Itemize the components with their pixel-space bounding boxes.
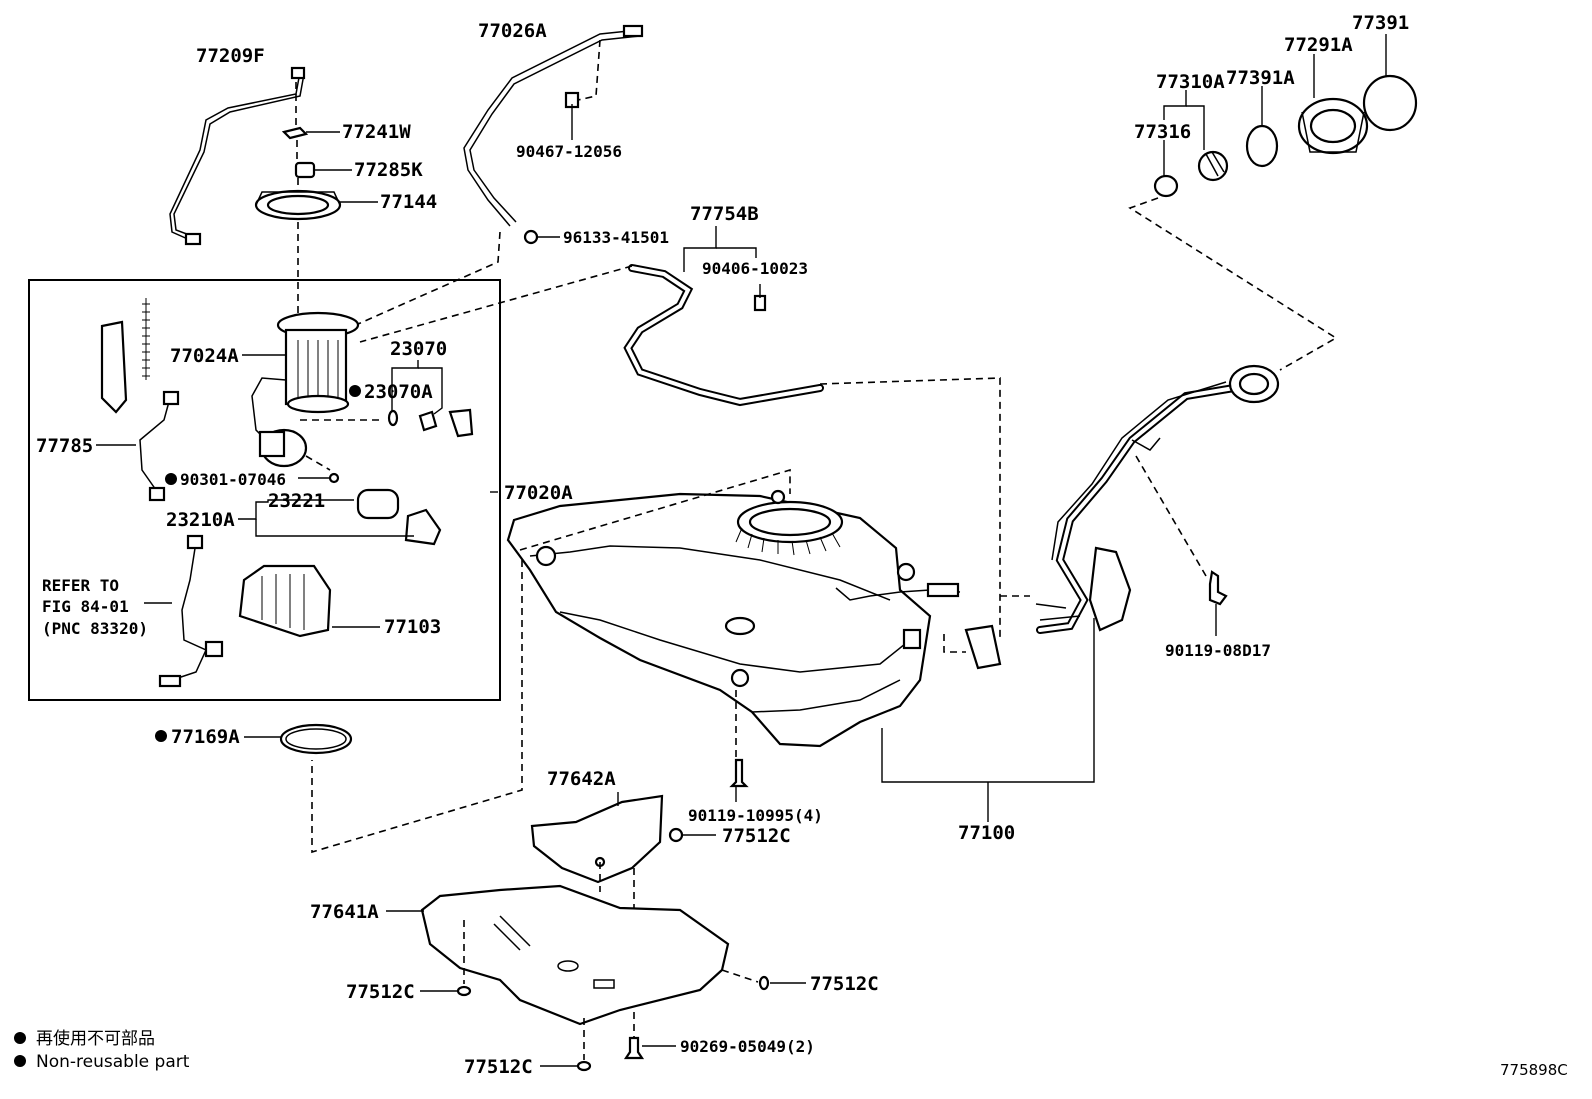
- callout-77100: 77100: [958, 822, 1015, 844]
- harness-lower-drawing: [165, 541, 207, 683]
- callout-77209F: 77209F: [196, 45, 265, 67]
- callout-77144: 77144: [380, 191, 437, 213]
- callout-77391: 77391: [1352, 12, 1409, 34]
- retainer-ring-77144-drawing: [254, 189, 342, 221]
- fuel-sender-77103-drawing: [238, 564, 332, 638]
- clip-77512C-a-drawing: [668, 827, 684, 843]
- callout-77310A: 77310A: [1156, 71, 1225, 93]
- fuel-tank-drawing: [506, 489, 1002, 748]
- callout-77241W: 77241W: [342, 121, 411, 143]
- callout-77169A: 77169A: [171, 726, 240, 748]
- holder-drawing: [448, 408, 474, 438]
- callout-23070: 23070: [390, 338, 447, 360]
- callout-77754B: 77754B: [690, 203, 759, 225]
- callout-90301-07046: 90301-07046: [180, 470, 286, 489]
- bolt-90119-10995-drawing: [729, 758, 749, 788]
- filler-pipe-drawing: [1035, 364, 1280, 634]
- non-reusable-dot-90301: [165, 473, 177, 485]
- callout-77642A: 77642A: [547, 768, 616, 790]
- callout-77391A: 77391A: [1226, 67, 1295, 89]
- o-ring-90301-drawing: [328, 472, 340, 484]
- gasket-77169A-drawing: [279, 723, 353, 755]
- callout-90467-12056: 90467-12056: [516, 142, 622, 161]
- callout-90119-08D17: 90119-08D17: [1165, 641, 1271, 660]
- leader-lines: [96, 34, 1387, 1067]
- legend-jp: 再使用不可部品: [36, 1028, 155, 1049]
- fuel-pump-23221-drawing: [356, 488, 442, 546]
- callout-23210A: 23210A: [166, 509, 235, 531]
- callout-77641A: 77641A: [310, 901, 379, 923]
- callout-23070A: 23070A: [364, 381, 433, 403]
- harness-77209F-drawing: [169, 66, 306, 246]
- legend-en: Non-reusable part: [36, 1052, 190, 1072]
- spring-drawing: [142, 298, 150, 380]
- pump-module-77024A-drawing: [251, 311, 360, 468]
- part-77285K-drawing: [294, 161, 316, 179]
- figure-id: 775898C: [1500, 1061, 1568, 1079]
- callout-77512C-a: 77512C: [722, 825, 791, 847]
- callout-77024A: 77024A: [170, 345, 239, 367]
- callout-77026A: 77026A: [478, 20, 547, 42]
- refer-note-line3: (PNC 83320): [42, 619, 148, 638]
- bolt-90269-drawing: [623, 1036, 645, 1060]
- callout-23221: 23221: [268, 490, 325, 512]
- bolt-90119-08D17-drawing: [1208, 570, 1228, 606]
- callout-90269-05049: 90269-05049(2): [680, 1037, 815, 1056]
- hose-77754B-drawing: [623, 264, 824, 407]
- callout-77103: 77103: [384, 616, 441, 638]
- callout-90406-10023: 90406-10023: [702, 259, 808, 278]
- non-reusable-dot-77169A: [155, 730, 167, 742]
- legend-dot-en: [14, 1055, 26, 1067]
- regulator-23070-drawing: [418, 410, 438, 432]
- callout-77512C-c: 77512C: [810, 973, 879, 995]
- callout-96133-41501: 96133-41501: [563, 228, 669, 247]
- protector-77641A-drawing: [420, 884, 730, 1026]
- vent-tube-77026A-drawing: [463, 24, 644, 227]
- clip-77512C-d-drawing: [576, 1060, 592, 1072]
- pump-assembly-group-box: [28, 279, 501, 701]
- callout-77285K: 77285K: [354, 159, 423, 181]
- callout-77512C-b: 77512C: [346, 981, 415, 1003]
- legend-dot-jp: [14, 1032, 26, 1044]
- callout-77291A: 77291A: [1284, 34, 1353, 56]
- callout-77785: 77785: [36, 435, 93, 457]
- fuel-cap-group-drawing: [1153, 74, 1418, 198]
- bracket-piece-drawing: [100, 320, 128, 414]
- non-reusable-dot-23070A: [349, 385, 361, 397]
- protector-77642A-drawing: [530, 794, 664, 884]
- callout-90119-10995: 90119-10995(4): [688, 806, 823, 825]
- clip-77512C-b-drawing: [456, 985, 472, 997]
- harness-77785-drawing: [139, 397, 171, 491]
- refer-note-line1: REFER TO: [42, 576, 119, 595]
- clip-77512C-c-drawing: [758, 975, 770, 991]
- clip-90406-drawing: [753, 294, 767, 312]
- callout-77316: 77316: [1134, 121, 1191, 143]
- clamp-96133-drawing: [523, 229, 539, 245]
- o-ring-23070A-drawing: [387, 409, 399, 427]
- refer-note-line2: FIG 84-01: [42, 597, 129, 616]
- callout-77020A: 77020A: [504, 482, 573, 504]
- clip-77241W-drawing: [281, 126, 309, 140]
- callout-77512C-d: 77512C: [464, 1056, 533, 1078]
